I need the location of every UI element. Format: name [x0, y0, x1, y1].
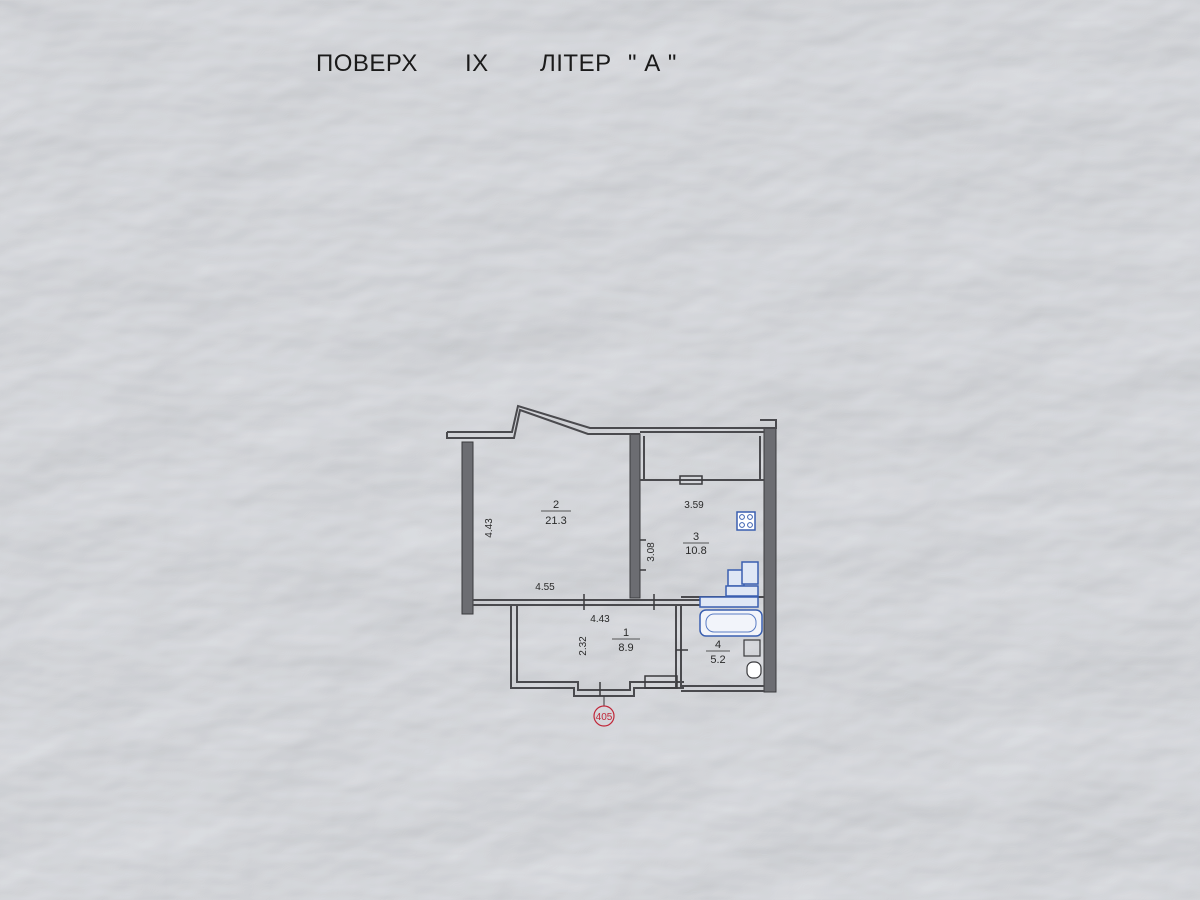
- dim-room1-width: 4.43: [590, 614, 610, 625]
- dim-room3-height: 3.08: [646, 542, 657, 562]
- apartment-number-stamp: 405: [593, 696, 615, 727]
- room-3-number: 3: [693, 531, 699, 543]
- room-4-area: 5.2: [710, 654, 725, 666]
- room-4: 4 5.2: [706, 639, 730, 666]
- door-marks: [583, 475, 703, 696]
- floor-label: ПОВЕРХ: [316, 50, 418, 77]
- room-1-number: 1: [623, 627, 629, 639]
- room-2-area: 21.3: [545, 515, 566, 527]
- wall-partition-room2-room3: [629, 433, 641, 599]
- room-3: 3 10.8: [683, 531, 709, 557]
- letter-value: " А ": [628, 50, 677, 77]
- dim-room1-height: 2.32: [578, 636, 589, 656]
- room-2-number: 2: [553, 499, 559, 511]
- letter-label: ЛІТЕР: [540, 50, 612, 77]
- bathtub-icon: [699, 609, 763, 637]
- apartment-number: 405: [596, 712, 613, 723]
- dim-room2-width: 4.55: [535, 582, 555, 593]
- wall-left-room2: [461, 441, 474, 615]
- room-1-area: 8.9: [618, 642, 633, 654]
- toilet-icon: [746, 661, 762, 679]
- room-2: 2 21.3: [541, 499, 571, 527]
- washbasin-icon: [743, 639, 761, 657]
- wall-lines: [446, 404, 777, 697]
- room-3-area: 10.8: [685, 545, 706, 557]
- kitchen-sink-icon: [699, 561, 759, 608]
- dim-room3-width: 3.59: [684, 500, 704, 511]
- room-4-number: 4: [715, 639, 721, 651]
- room-1: 1 8.9: [612, 627, 640, 654]
- floor-number: IX: [465, 50, 489, 77]
- wall-right-outer: [763, 427, 777, 693]
- dim-room2-height: 4.43: [484, 518, 495, 538]
- stove-icon: [736, 511, 756, 531]
